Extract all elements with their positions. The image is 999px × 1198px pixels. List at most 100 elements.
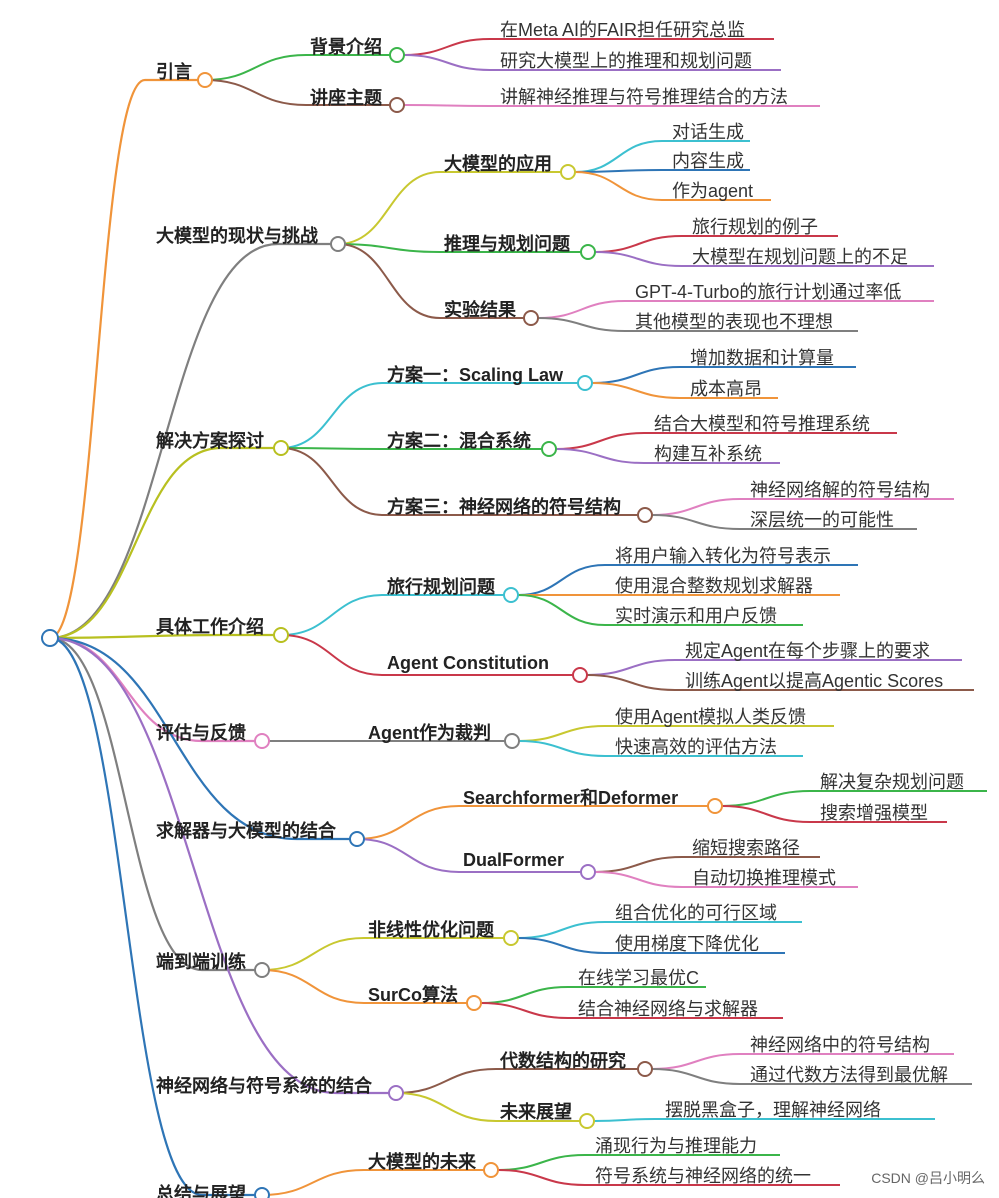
detail-link [574,171,663,201]
detail-item: 结合大模型和符号推理系统 [654,414,870,434]
detail-link [403,104,491,107]
detail-item: 神经网络解的符号结构 [750,480,930,500]
detail-item: 规定Agent在每个步骤上的要求 [685,641,931,661]
subtopic: 旅行规划问题 [387,577,495,597]
detail-item: 实时演示和用户反馈 [615,606,777,626]
branch-node[interactable] [197,72,213,88]
branch-node[interactable] [330,236,346,252]
subtopic-node[interactable] [389,47,405,63]
subtopic-node[interactable] [577,375,593,391]
detail-link [721,805,811,823]
subtopic: 方案二：混合系统 [387,431,531,451]
branch-topic: 评估与反馈 [156,723,246,743]
detail-link [594,251,683,267]
root-node[interactable] [41,629,59,647]
subtopic-link [280,447,384,450]
detail-item: GPT-4-Turbo的旅行计划通过率低 [635,282,902,302]
branch-link [49,633,222,640]
subtopic: SurCo算法 [368,985,458,1005]
detail-link [537,317,626,332]
subtopic-link [395,1092,497,1122]
subtopic: 未来展望 [500,1102,572,1122]
detail-item: 使用梯度下降优化 [615,934,759,954]
subtopic-node[interactable] [466,995,482,1011]
branch-node[interactable] [388,1085,404,1101]
detail-link [591,366,681,384]
detail-link [651,1068,741,1085]
subtopic-node[interactable] [580,864,596,880]
branch-node[interactable] [273,440,289,456]
detail-link [586,659,676,676]
subtopic: 推理与规划问题 [444,234,570,254]
detail-item: 摆脱黑盒子，理解神经网络 [665,1100,881,1120]
subtopic-node[interactable] [579,1113,595,1129]
subtopic-node[interactable] [580,244,596,260]
detail-link [651,1053,741,1070]
subtopic-node[interactable] [541,441,557,457]
subtopic-node[interactable] [523,310,539,326]
detail-item: 符号系统与神经网络的统一 [595,1166,811,1186]
subtopic-link [356,805,460,840]
subtopic-node[interactable] [707,798,723,814]
subtopic-link [280,594,384,636]
branch-topic: 求解器与大模型的结合 [156,821,336,841]
detail-item: 使用Agent模拟人类反馈 [615,707,807,727]
detail-item: 增加数据和计算量 [690,348,834,368]
detail-item: 研究大模型上的推理和规划问题 [500,51,752,71]
subtopic: 讲座主题 [310,88,382,108]
detail-item: 训练Agent以提高Agentic Scores [685,671,944,691]
branch-node[interactable] [254,1187,270,1198]
subtopic: Agent作为裁判 [368,723,491,743]
branch-node[interactable] [254,733,270,749]
detail-link [403,38,491,56]
subtopic-link [204,79,307,106]
subtopic-node[interactable] [503,587,519,603]
detail-link [593,1118,656,1122]
detail-link [403,54,491,71]
detail-link [651,514,741,530]
detail-link [651,498,741,516]
subtopic-node[interactable] [504,733,520,749]
detail-item: 在Meta AI的FAIR担任研究总监 [500,20,746,40]
subtopic: 实验结果 [444,300,516,320]
subtopic: 大模型的未来 [368,1152,476,1172]
branch-link [49,242,279,640]
subtopic-node[interactable] [389,97,405,113]
detail-link [721,790,811,807]
branch-node[interactable] [273,627,289,643]
detail-item: 其他模型的表现也不理想 [635,312,833,332]
subtopic-node[interactable] [637,507,653,523]
subtopic-node[interactable] [572,667,588,683]
subtopic-link [337,171,441,245]
detail-item: 结合神经网络与求解器 [578,999,758,1019]
subtopic-link [280,634,384,676]
detail-item: 构建互补系统 [654,444,762,464]
subtopic-node[interactable] [560,164,576,180]
subtopic-node[interactable] [637,1061,653,1077]
detail-link [517,564,606,596]
detail-link [517,594,606,626]
detail-link [594,235,683,253]
subtopic-link [356,838,460,873]
detail-item: 大模型在规划问题上的不足 [692,247,908,267]
detail-item: 将用户输入转化为符号表示 [615,546,831,566]
subtopic: 大模型的应用 [444,154,552,174]
detail-link [518,725,606,742]
detail-item: 快速高效的评估方法 [615,737,777,757]
detail-link [591,382,681,399]
detail-link [518,740,606,757]
branch-topic: 神经网络与符号系统的结合 [156,1076,372,1096]
branch-link [49,446,222,640]
subtopic-node[interactable] [503,930,519,946]
branch-node[interactable] [349,831,365,847]
branch-link [49,636,203,972]
subtopic-node[interactable] [483,1162,499,1178]
subtopic: DualFormer [463,850,565,870]
branch-node[interactable] [254,962,270,978]
detail-link [555,448,645,464]
subtopic-link [337,243,441,253]
detail-link [555,432,645,450]
branch-topic: 端到端训练 [156,952,246,972]
detail-link [594,871,683,888]
